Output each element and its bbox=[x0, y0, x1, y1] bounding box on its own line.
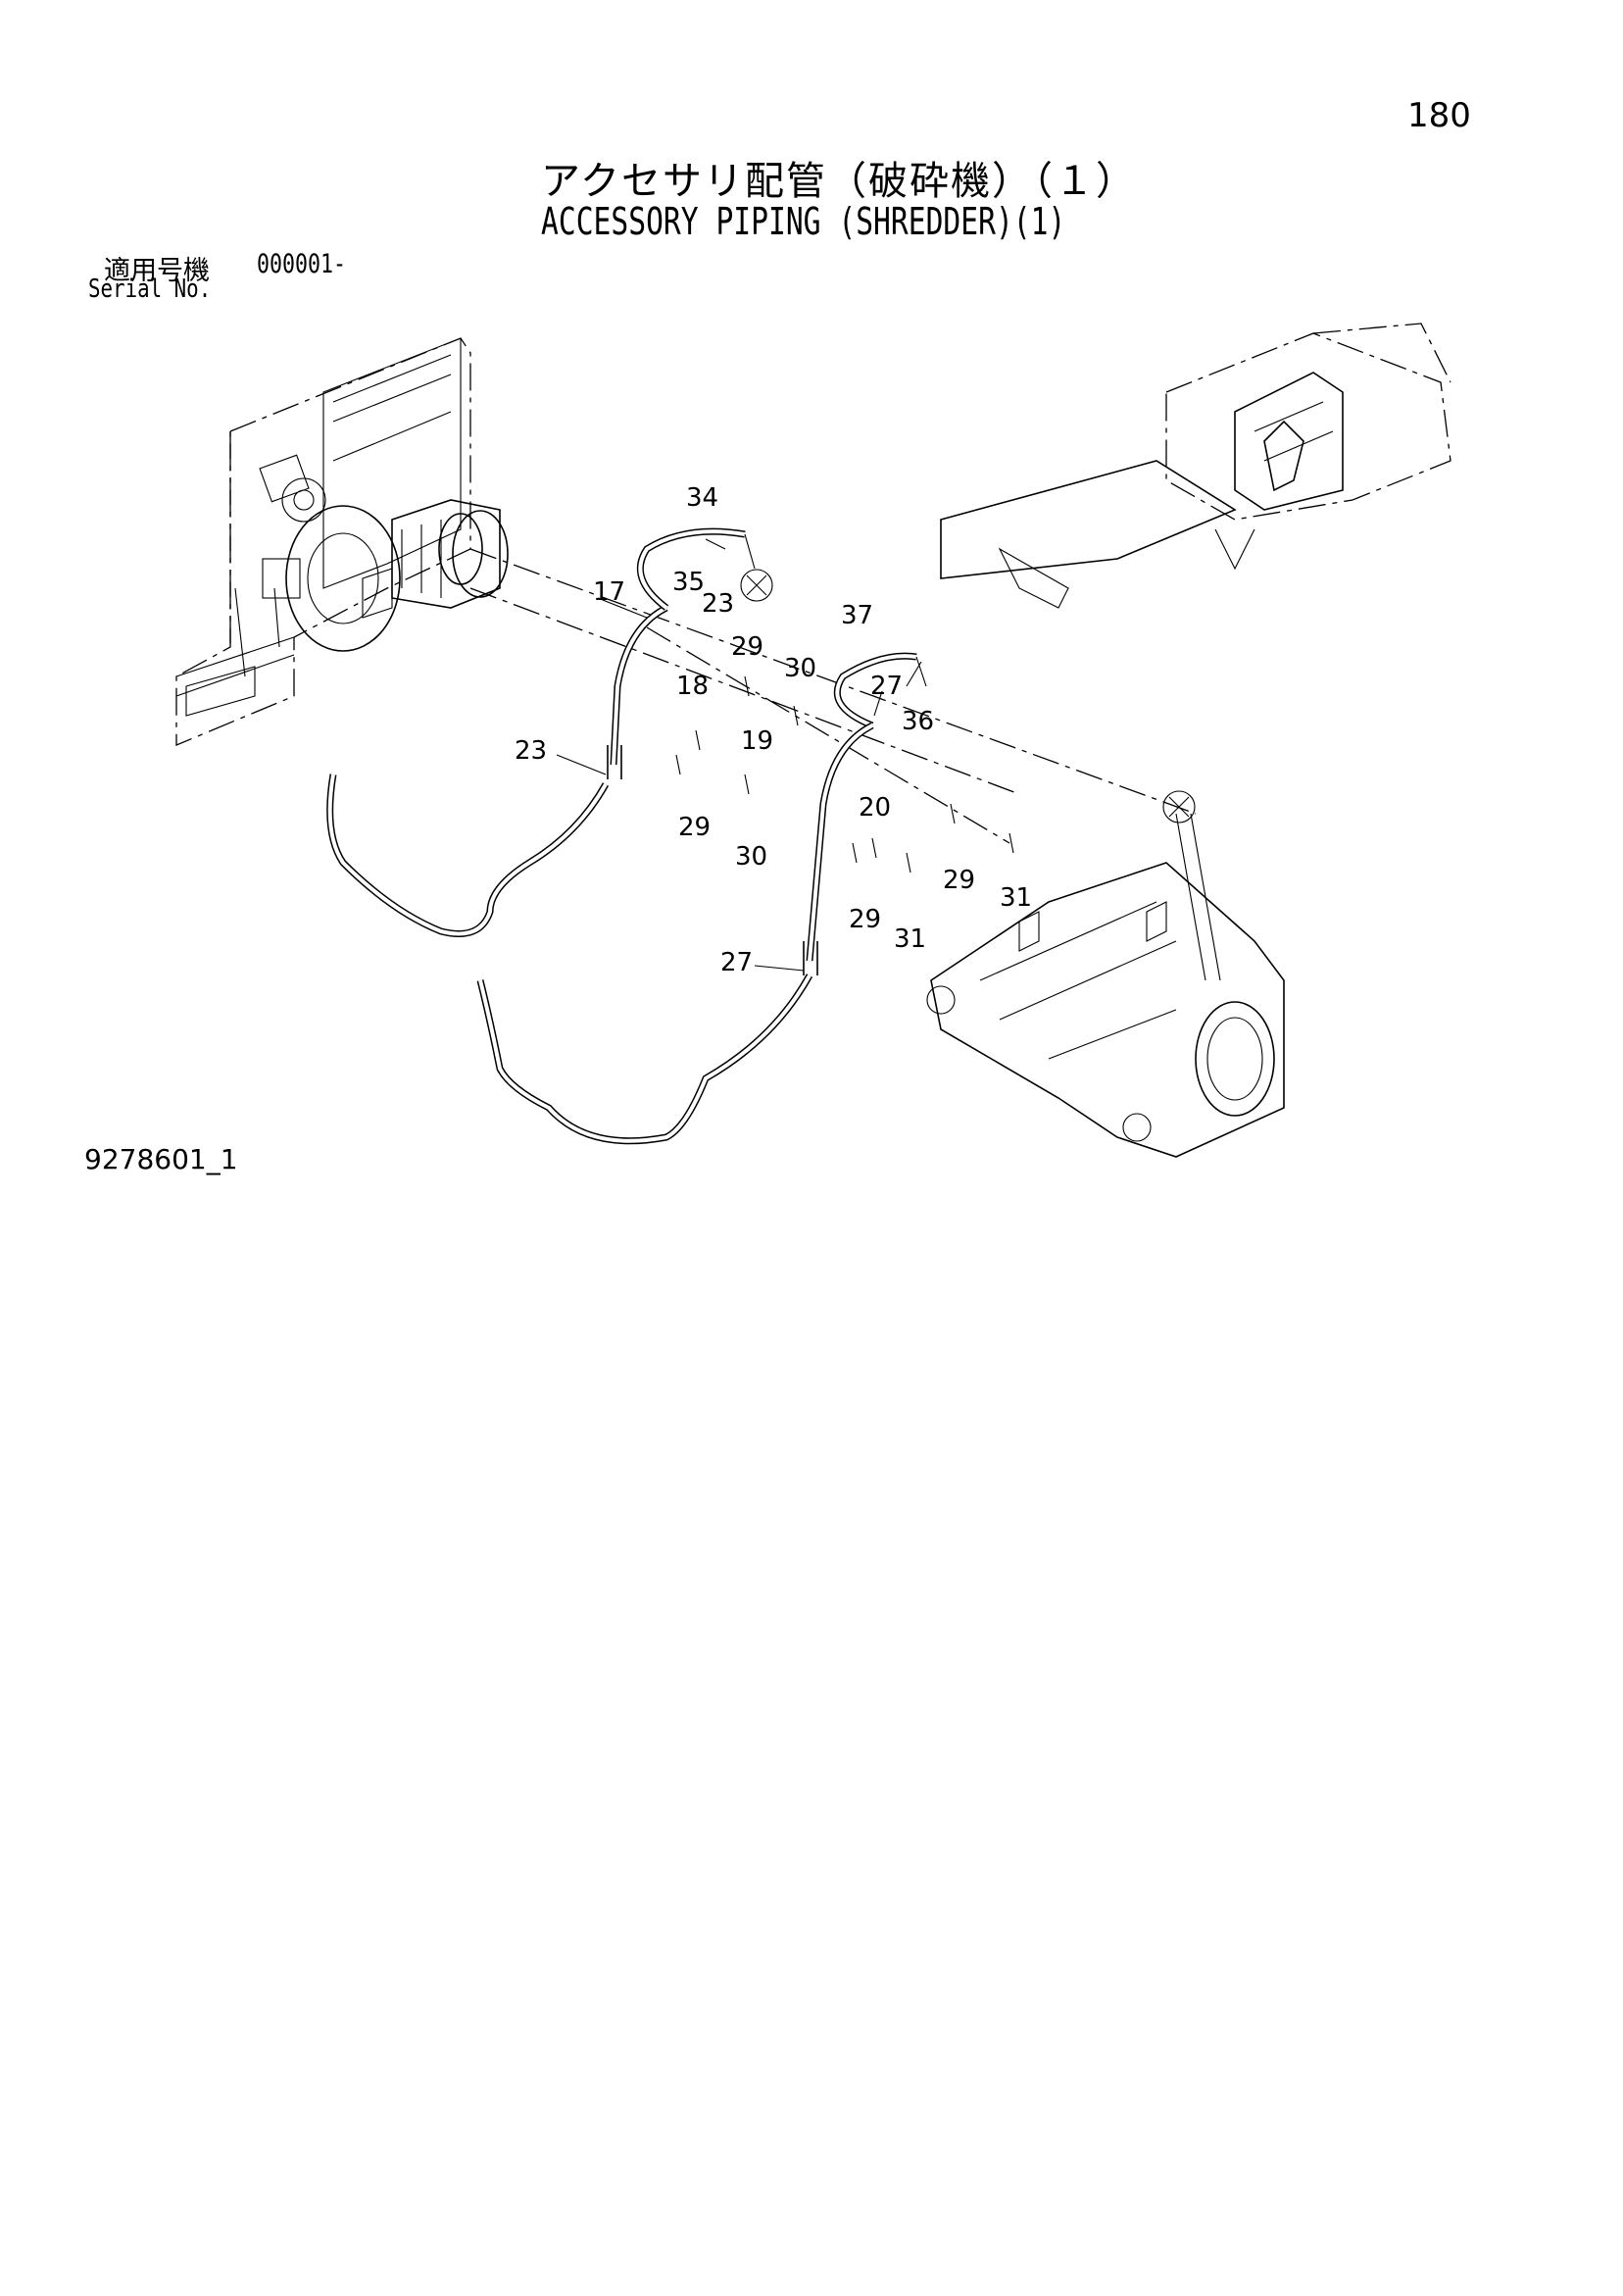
callout-37: 37 bbox=[841, 601, 873, 630]
callout-labels: 34 35 17 23 29 30 18 37 27 36 23 19 29 2… bbox=[515, 483, 1032, 977]
centre-line-main bbox=[469, 548, 1197, 815]
callout-27-upper: 27 bbox=[870, 672, 903, 701]
clamps bbox=[675, 675, 1014, 873]
boom-attachment bbox=[926, 790, 1285, 1158]
leader-lines bbox=[556, 538, 922, 972]
page-title-japanese: アクセサリ配管（破砕機）（１） bbox=[541, 159, 1137, 204]
callout-29-upper: 29 bbox=[731, 632, 763, 662]
machine-frame-left bbox=[175, 337, 471, 746]
hose-37-36 bbox=[833, 652, 927, 729]
drawing-code: 9278601_1 bbox=[84, 1143, 238, 1175]
hose-34-35 bbox=[636, 527, 773, 611]
callout-31-right: 31 bbox=[1000, 883, 1032, 913]
callout-34: 34 bbox=[686, 483, 718, 513]
callout-36: 36 bbox=[902, 707, 934, 736]
callout-27-lower: 27 bbox=[720, 948, 753, 977]
callout-29-mid: 29 bbox=[678, 813, 711, 842]
callout-31-lower: 31 bbox=[894, 924, 926, 954]
centre-line-lower bbox=[469, 587, 1020, 795]
callout-30-upper: 30 bbox=[784, 654, 816, 683]
callout-18: 18 bbox=[676, 672, 709, 701]
serial-label-japanese: 適用号機 bbox=[104, 256, 210, 286]
serial-label-english: Serial No. bbox=[88, 275, 212, 304]
callout-23-lower: 23 bbox=[515, 736, 547, 766]
pipe-19-20 bbox=[803, 722, 874, 975]
callout-35: 35 bbox=[672, 568, 705, 597]
centre-line-clamps bbox=[646, 626, 1010, 844]
hose-lower-centre bbox=[476, 973, 813, 1145]
callout-20: 20 bbox=[859, 793, 891, 823]
callout-17: 17 bbox=[593, 577, 625, 607]
pipe-17-18 bbox=[607, 604, 668, 779]
hydraulic-motor-unit bbox=[362, 499, 509, 619]
page-number: 180 bbox=[1407, 96, 1471, 135]
serial-number-value: 000001- bbox=[257, 249, 347, 279]
callout-29-lower: 29 bbox=[849, 905, 881, 934]
callout-23-upper: 23 bbox=[702, 589, 734, 619]
page-title-english: ACCESSORY PIPING (SHREDDER)(1) bbox=[541, 200, 1066, 243]
callout-19: 19 bbox=[741, 726, 773, 756]
hose-lower-left bbox=[326, 774, 610, 937]
callout-29-right: 29 bbox=[943, 866, 975, 895]
overview-machine bbox=[940, 323, 1451, 609]
callout-30-lower: 30 bbox=[735, 842, 767, 872]
